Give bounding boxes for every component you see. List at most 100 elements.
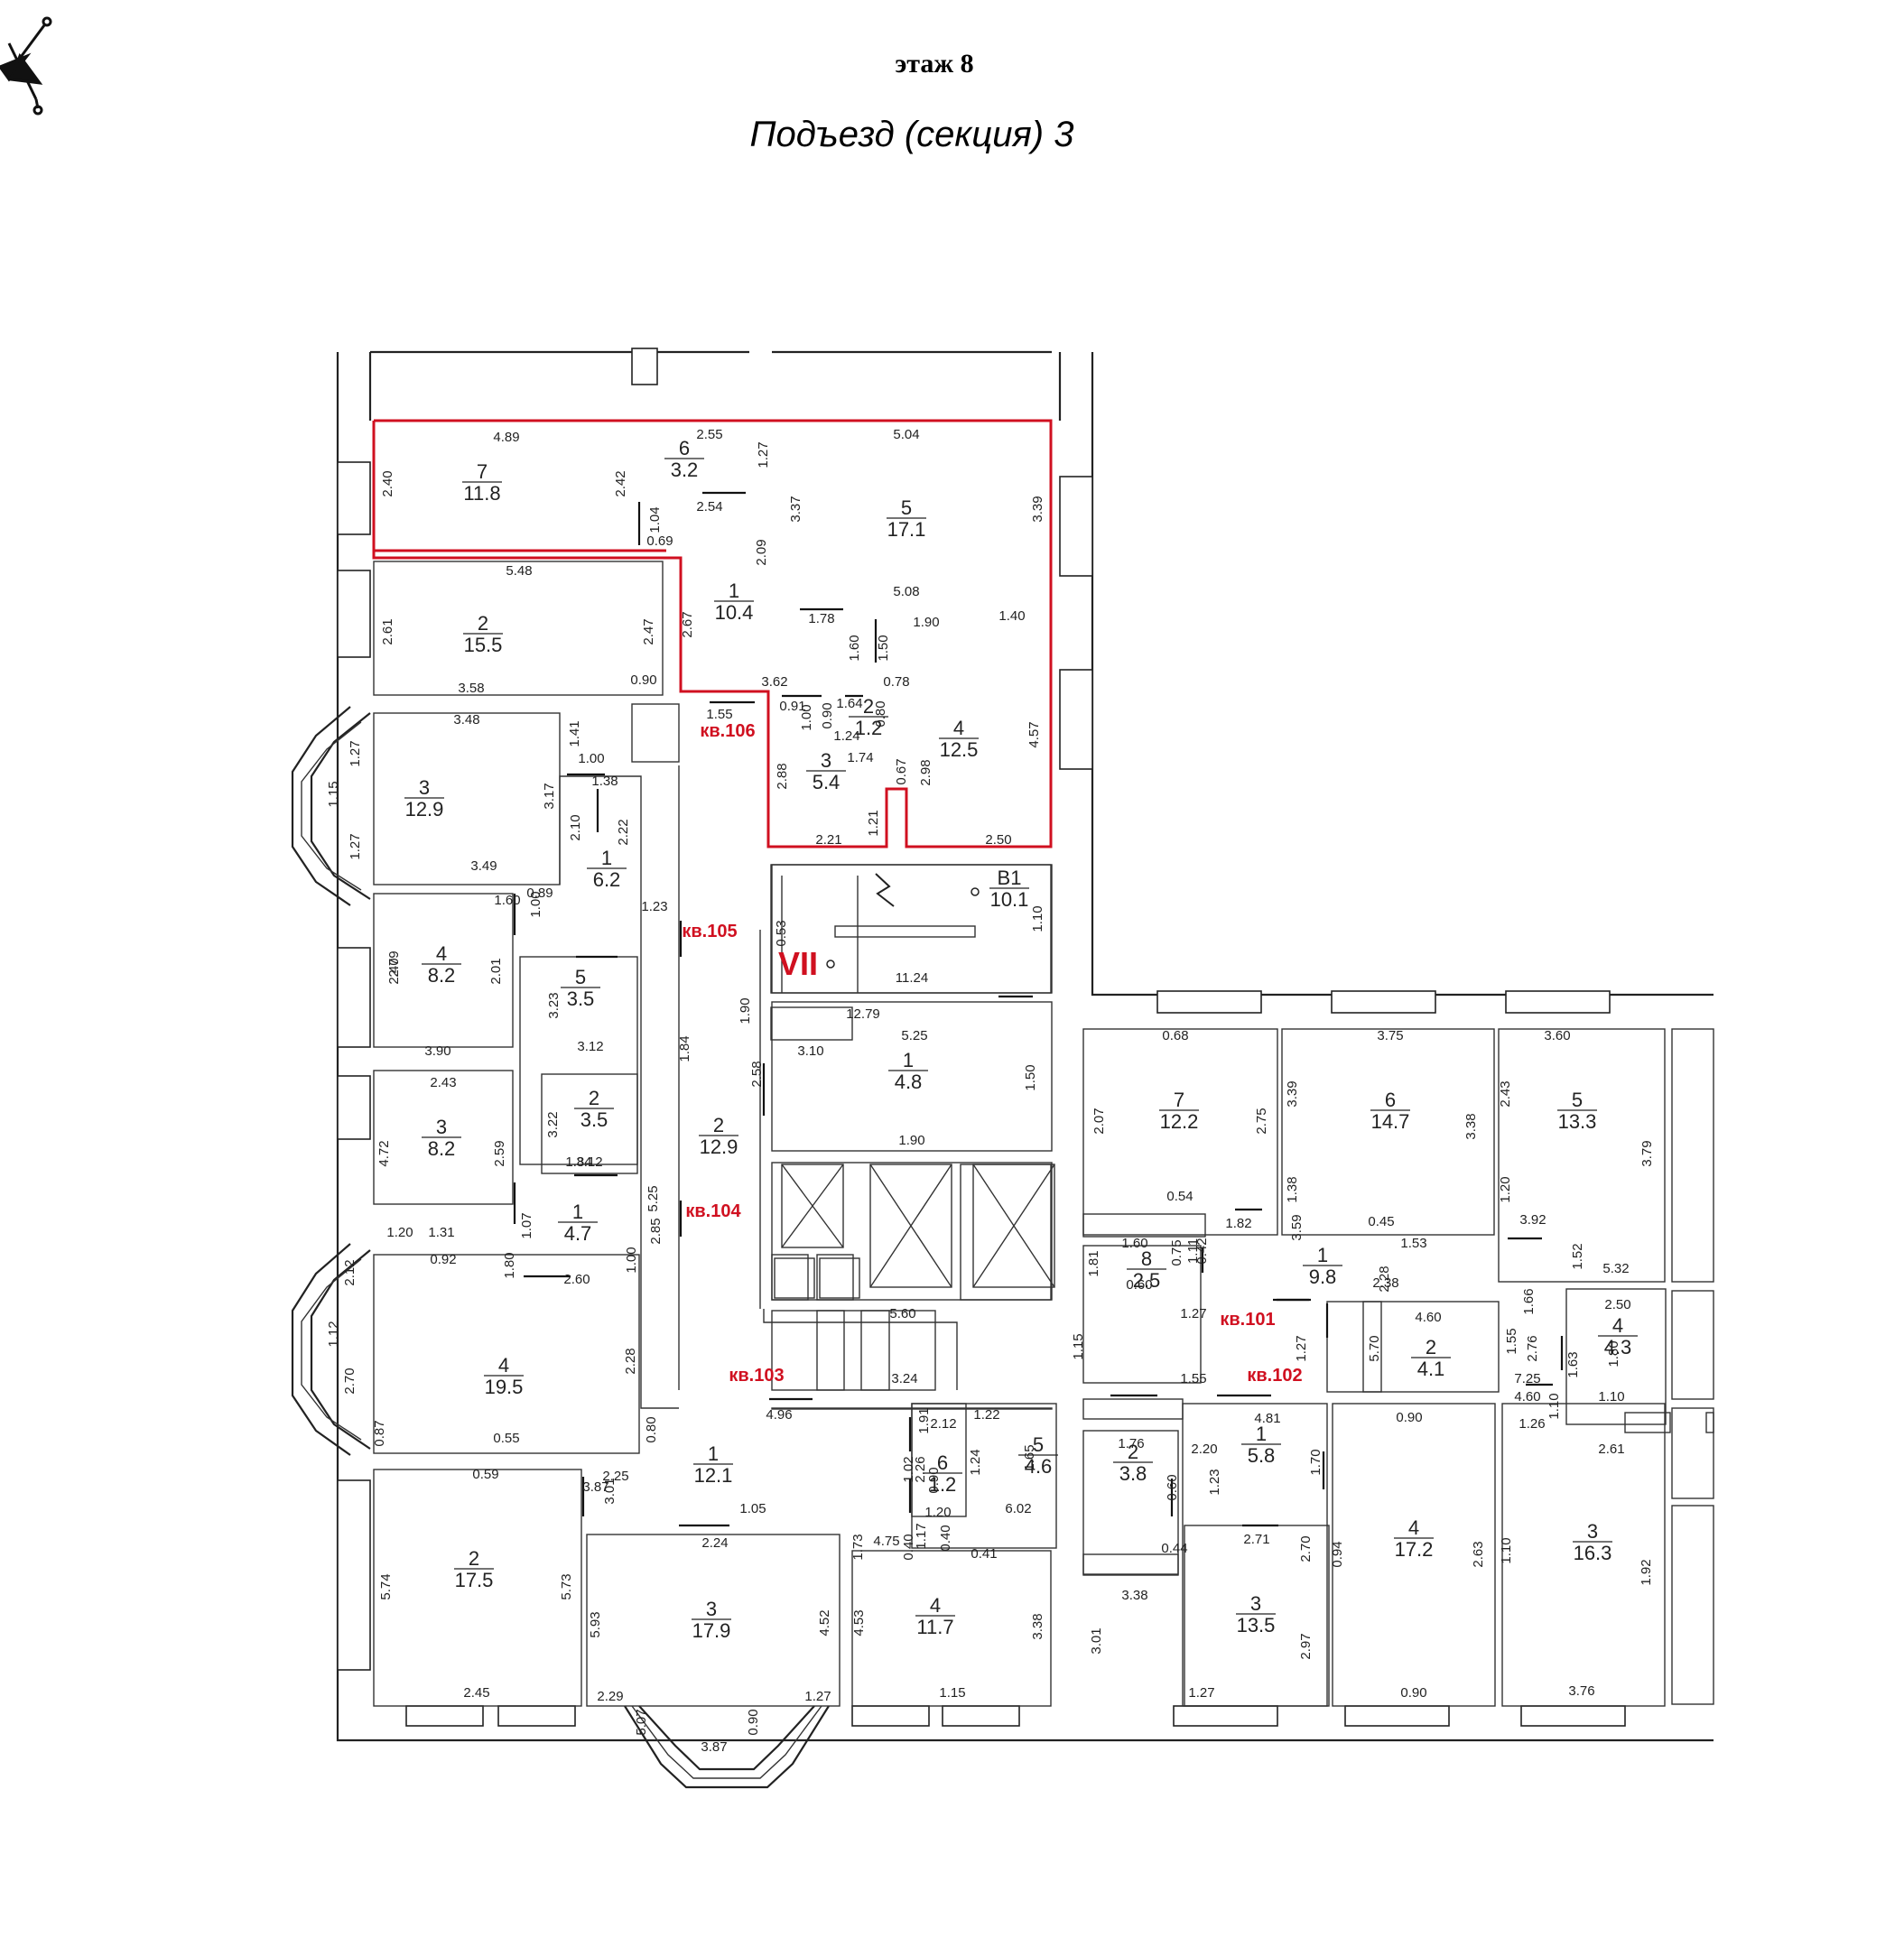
apartment-106-inner-boundary bbox=[372, 549, 666, 558]
room-area: 2.5 bbox=[1133, 1269, 1161, 1292]
interior-walls bbox=[373, 561, 1714, 1707]
dimension-label: 3.60 bbox=[1544, 1028, 1570, 1043]
bay-window-bottom bbox=[624, 1705, 830, 1789]
dimension-label: 1.17 bbox=[914, 1523, 929, 1549]
dimension-label: 3.49 bbox=[470, 858, 497, 874]
dimension-label: 2.29 bbox=[597, 1689, 623, 1704]
room-area: 14.7 bbox=[1371, 1110, 1410, 1133]
dimension-label: 2.25 bbox=[602, 1469, 628, 1484]
dimension-label: 2.71 bbox=[1243, 1532, 1269, 1547]
room-label: 15.8 bbox=[1241, 1423, 1281, 1467]
dimension-label: 3.79 bbox=[1639, 1140, 1655, 1166]
dimension-label: 5.74 bbox=[378, 1573, 394, 1599]
apartment-label: кв.102 bbox=[1247, 1366, 1302, 1386]
dimension-label: 3.90 bbox=[424, 1043, 450, 1059]
dimension-label: 0.89 bbox=[526, 885, 553, 901]
apartment-label: кв.103 bbox=[729, 1366, 784, 1386]
dimension-label: 3.12 bbox=[576, 1154, 602, 1170]
room-number: 2 bbox=[1426, 1336, 1436, 1358]
dimension-label: 1.78 bbox=[808, 611, 834, 626]
room-number: 2 bbox=[713, 1114, 724, 1136]
room-number: 4 bbox=[930, 1594, 941, 1617]
dimension-label: 1.15 bbox=[939, 1685, 965, 1701]
dimension-label: 0.90 bbox=[746, 1709, 761, 1735]
room-area: 3.5 bbox=[580, 1108, 608, 1131]
dimension-label: 3.48 bbox=[453, 712, 479, 728]
dimension-label: 4.53 bbox=[851, 1609, 867, 1636]
room-label: 614.7 bbox=[1370, 1089, 1410, 1133]
dimension-label: 1.12 bbox=[326, 1321, 341, 1347]
room-label: 411.7 bbox=[915, 1594, 955, 1638]
dimension-label: 5.08 bbox=[893, 584, 919, 599]
dimension-label: 2.58 bbox=[749, 1061, 765, 1087]
room-area: 4.1 bbox=[1417, 1358, 1445, 1380]
dimension-label: 7.25 bbox=[1514, 1371, 1540, 1386]
dimension-label: 5.25 bbox=[901, 1028, 927, 1043]
dimension-label: 2.43 bbox=[430, 1075, 456, 1090]
dimension-label: 1.80 bbox=[1606, 1340, 1621, 1367]
dimension-label: 0.75 bbox=[1169, 1239, 1184, 1266]
dimension-label: 1.27 bbox=[1180, 1306, 1206, 1321]
dimension-label: 11.24 bbox=[896, 970, 928, 986]
dimension-label: 1.55 bbox=[1180, 1371, 1206, 1386]
room-area: 12.5 bbox=[940, 738, 979, 761]
dimension-label: 1.66 bbox=[1521, 1288, 1537, 1314]
dimension-label: 1.41 bbox=[567, 720, 582, 746]
dimension-label: 0.90 bbox=[1396, 1410, 1422, 1425]
dimension-label: 2.54 bbox=[696, 499, 722, 515]
room-label: 417.2 bbox=[1394, 1516, 1434, 1561]
room-label: 517.1 bbox=[887, 496, 926, 541]
dimension-label: 2.70 bbox=[1298, 1535, 1314, 1562]
dimension-label: 3.39 bbox=[1030, 496, 1045, 522]
dimension-label: 0.44 bbox=[1161, 1541, 1187, 1556]
dimension-label: 5.70 bbox=[1367, 1335, 1382, 1361]
dimension-label: 1.27 bbox=[756, 441, 771, 468]
room-label: 19.8 bbox=[1303, 1244, 1342, 1288]
room-label: 14.8 bbox=[888, 1049, 928, 1093]
dimension-label: 5.60 bbox=[889, 1306, 915, 1321]
dimension-label: 1.73 bbox=[850, 1534, 866, 1560]
dimension-label: 1.27 bbox=[348, 833, 363, 859]
dimension-label: 1.63 bbox=[1565, 1351, 1581, 1377]
dimension-label: 3.75 bbox=[1377, 1028, 1403, 1043]
dimension-label: 6.02 bbox=[1005, 1501, 1031, 1516]
room-label: 63.2 bbox=[664, 437, 704, 481]
dimension-label: 1.23 bbox=[641, 899, 667, 914]
dimension-label: 5.07 bbox=[634, 1709, 649, 1735]
dimension-label: 5.32 bbox=[1602, 1261, 1629, 1276]
room-number: 2 bbox=[589, 1087, 599, 1109]
room-label: 21.2 bbox=[849, 695, 888, 739]
section-title: Подъезд (секция) 3 bbox=[750, 115, 1074, 154]
dimension-label: 0.78 bbox=[883, 674, 909, 690]
dimension-label: 0.53 bbox=[774, 920, 789, 946]
room-number: 3 bbox=[436, 1116, 447, 1138]
dimension-label: 1.24 bbox=[833, 728, 859, 744]
dimension-label: 2.26 bbox=[913, 1456, 928, 1482]
dimension-label: 0.92 bbox=[430, 1252, 456, 1267]
dimension-label: 1.65 bbox=[1022, 1444, 1037, 1470]
dimension-label: 2.60 bbox=[563, 1272, 590, 1287]
apartment-label: кв.105 bbox=[682, 922, 737, 941]
room-number: 1 bbox=[1256, 1423, 1267, 1445]
room-area: 3.5 bbox=[567, 987, 595, 1010]
dimension-label: 0.91 bbox=[779, 699, 805, 714]
room-number: 4 bbox=[498, 1354, 509, 1377]
room-area: 17.5 bbox=[455, 1569, 494, 1591]
dimension-label: 1.23 bbox=[1207, 1469, 1222, 1495]
dimension-label: 1.00 bbox=[799, 704, 814, 730]
dimension-label: 1.64 bbox=[836, 696, 862, 711]
room-area: 4.3 bbox=[1604, 1336, 1632, 1358]
dimension-label: 2.28 bbox=[623, 1348, 638, 1374]
room-label: 44.3 bbox=[1598, 1314, 1638, 1358]
room-area: 13.5 bbox=[1237, 1614, 1276, 1636]
dimension-label: 2.50 bbox=[985, 832, 1011, 848]
dimension-label: 1.53 bbox=[1400, 1236, 1426, 1251]
dimension-label: 4.81 bbox=[1254, 1411, 1280, 1426]
dimension-label: 3.38 bbox=[1030, 1613, 1045, 1639]
dimension-label: 3.24 bbox=[891, 1371, 917, 1386]
dimension-label: 2.01 bbox=[488, 958, 504, 984]
dimension-label: 4.60 bbox=[1514, 1389, 1540, 1405]
room-area: 12.1 bbox=[694, 1464, 733, 1487]
dimension-label: 1.90 bbox=[913, 615, 939, 630]
outer-walls bbox=[336, 348, 1714, 1742]
